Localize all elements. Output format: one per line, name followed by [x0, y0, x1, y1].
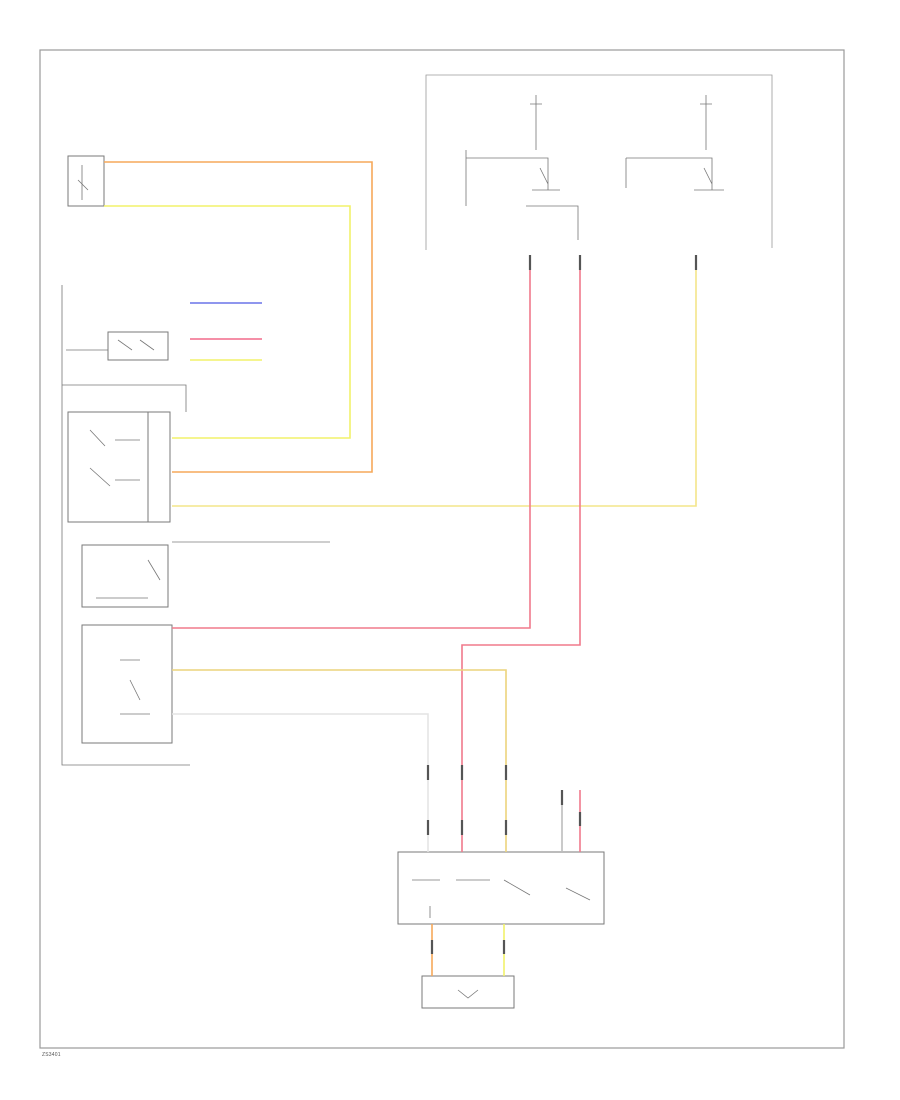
- module-wire-stub: [526, 205, 579, 240]
- footer-code: ZS3401: [42, 1052, 61, 1058]
- wire-light-yellow-long: [172, 255, 697, 507]
- relay-switch-right: [625, 157, 724, 191]
- motor-box: [421, 975, 515, 1009]
- diagram-frame: [39, 49, 845, 1049]
- switch-block-middle: [81, 544, 169, 608]
- left-switch-assembly: [61, 285, 190, 766]
- switch-block-lower: [81, 624, 173, 744]
- wire-yellow: [104, 205, 351, 439]
- upper-switch-contact: [77, 165, 89, 200]
- motor-symbol: [457, 989, 479, 999]
- switch-block-contacts: [89, 429, 140, 487]
- junction-internal-switches: [412, 879, 591, 918]
- wire-red-long: [172, 255, 531, 629]
- middle-contacts: [96, 559, 161, 599]
- module-enclosure: [425, 74, 773, 250]
- wire-white: [172, 713, 429, 852]
- lower-contacts: [120, 659, 150, 715]
- switch-element-1: [107, 331, 169, 361]
- wire-orange: [104, 161, 373, 473]
- relay-switch-left: [465, 150, 560, 206]
- housing-outline: [61, 285, 190, 766]
- fuse-right: [700, 95, 712, 150]
- junction-box: [397, 851, 605, 925]
- wire-red-down: [461, 255, 581, 852]
- fuse-left: [530, 95, 542, 150]
- pedal-position-module: [425, 74, 773, 250]
- switch-connector-strip: [147, 411, 171, 523]
- wire-tan: [172, 669, 507, 852]
- upper-switch-box: [67, 155, 105, 207]
- connector-marks: [426, 255, 698, 954]
- switch-element-1-contacts: [66, 339, 155, 351]
- wires: [104, 161, 697, 976]
